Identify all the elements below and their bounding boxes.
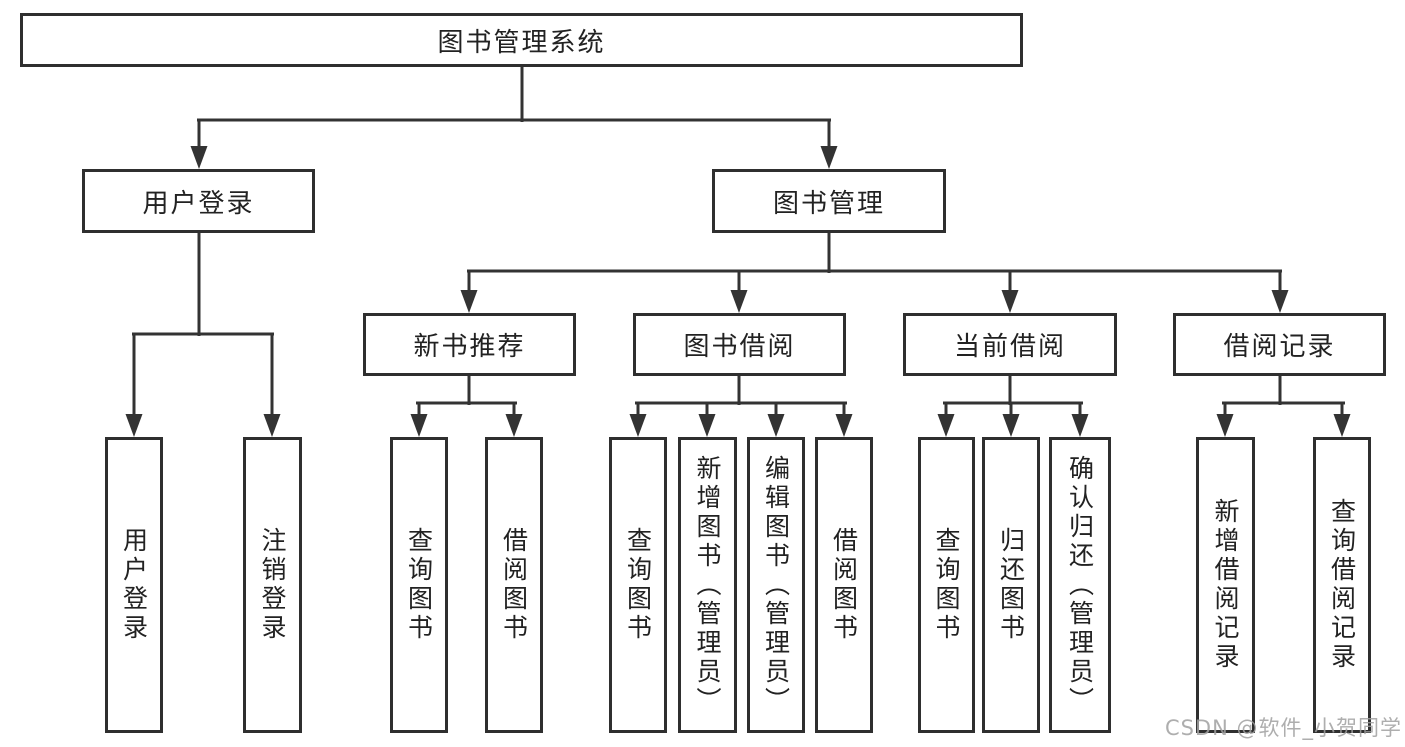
node-current-borrowing: 当前借阅 xyxy=(903,313,1117,376)
leaf-return-book: 归还图书 xyxy=(982,437,1040,733)
leaf-borrow-book-recommend: 借阅图书 xyxy=(485,437,543,733)
node-user-login: 用户登录 xyxy=(82,169,315,233)
leaf-add-borrow-record: 新增借阅记录 xyxy=(1196,437,1255,733)
node-library-management-system: 图书管理系统 xyxy=(20,13,1023,67)
csdn-watermark: CSDN @软件_小贺同学 xyxy=(1164,716,1402,740)
leaf-query-book-current: 查询图书 xyxy=(918,437,975,733)
leaf-query-book-recommend: 查询图书 xyxy=(390,437,448,733)
leaf-add-book-admin: 新增图书（管理员） xyxy=(678,437,737,733)
leaf-query-borrow-record: 查询借阅记录 xyxy=(1313,437,1371,733)
node-new-book-recommend: 新书推荐 xyxy=(363,313,576,376)
node-book-borrowing: 图书借阅 xyxy=(633,313,846,376)
leaf-user-login: 用户登录 xyxy=(105,437,163,733)
leaf-query-book-borrowing: 查询图书 xyxy=(609,437,667,733)
node-book-management: 图书管理 xyxy=(712,169,946,233)
leaf-logout: 注销登录 xyxy=(243,437,302,733)
leaf-edit-book-admin: 编辑图书（管理员） xyxy=(747,437,805,733)
leaf-confirm-return-admin: 确认归还（管理员） xyxy=(1049,437,1111,733)
node-borrowing-records: 借阅记录 xyxy=(1173,313,1386,376)
leaf-borrow-book-borrowing: 借阅图书 xyxy=(815,437,873,733)
